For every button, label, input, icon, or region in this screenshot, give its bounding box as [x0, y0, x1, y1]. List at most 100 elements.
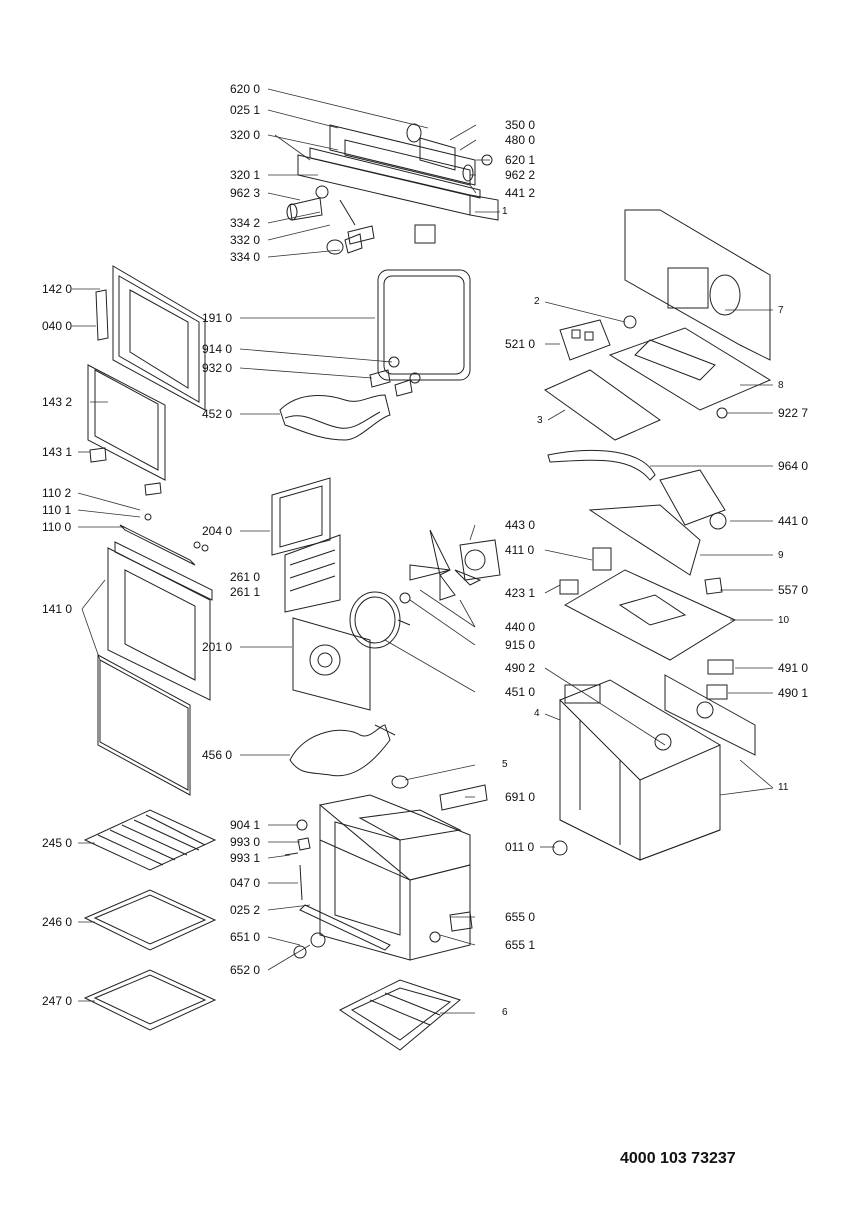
part-label: 110 2: [42, 486, 72, 500]
part-label: 9: [778, 550, 784, 561]
part-label: 962 3: [230, 186, 261, 200]
part-label: 246 0: [42, 915, 73, 929]
part-label: 142 0: [42, 282, 73, 296]
part-label: 320 1: [230, 168, 261, 182]
part-label: 332 0: [230, 233, 261, 247]
tray-1: [85, 890, 215, 950]
part-label: 5: [502, 759, 508, 770]
bottom-heater: [290, 725, 395, 776]
top-cover-panel: [610, 328, 770, 410]
electronics-board: [560, 316, 636, 360]
part-label: 655 0: [505, 910, 536, 924]
door-panel: [98, 542, 212, 795]
part-label: 914 0: [202, 342, 233, 356]
part-label: 691 0: [505, 790, 536, 804]
part-label: 247 0: [42, 994, 73, 1008]
washer: [717, 408, 727, 418]
connector-block: [707, 660, 733, 699]
side-panel-right: [665, 675, 755, 755]
part-label: 441 0: [778, 514, 809, 528]
part-label: 040 0: [42, 319, 73, 333]
rear-top-panel: [625, 210, 770, 360]
part-label: 962 2: [505, 168, 536, 182]
part-label: 620 1: [505, 153, 536, 167]
part-label: 7: [778, 305, 784, 316]
cooling-fan: [660, 470, 726, 529]
grill-element-top: [280, 395, 390, 440]
part-label: 261 1: [230, 585, 261, 599]
door-gasket: [378, 270, 470, 380]
part-label: 993 0: [230, 835, 261, 849]
part-label: 922 7: [778, 406, 809, 420]
part-label: 334 2: [230, 216, 261, 230]
part-label: 491 0: [778, 661, 809, 675]
leader-lines: [72, 89, 773, 1013]
part-label: 456 0: [202, 748, 233, 762]
part-label: 441 2: [505, 186, 536, 200]
part-label: 320 0: [230, 128, 261, 142]
wire-rack: [85, 810, 215, 870]
lower-panel: [565, 570, 735, 660]
part-label: 025 2: [230, 903, 261, 917]
cavity-small-parts: [285, 820, 472, 958]
part-label: 932 0: [202, 361, 233, 375]
part-label: 4: [534, 708, 540, 719]
bottom-plate: [340, 980, 460, 1050]
outer-cabinet: [560, 680, 720, 860]
part-label: 191 0: [202, 311, 233, 325]
part-label: 490 1: [778, 686, 809, 700]
foot-and-sensor: [392, 776, 487, 810]
part-label: 1: [502, 206, 508, 217]
part-label: 10: [778, 615, 790, 626]
part-label: 964 0: [778, 459, 809, 473]
part-label: 025 1: [230, 103, 261, 117]
support-bracket: [590, 505, 700, 575]
part-label: 993 1: [230, 851, 261, 865]
door-handle: [120, 525, 195, 565]
ring-heater: [350, 592, 410, 648]
part-label: 652 0: [230, 963, 261, 977]
part-label: 201 0: [202, 640, 233, 654]
fan-cover: [293, 618, 370, 710]
part-label: 047 0: [230, 876, 261, 890]
part-label: 8: [778, 380, 784, 391]
part-label: 651 0: [230, 930, 261, 944]
transformer: [593, 548, 611, 570]
part-label: 452 0: [202, 407, 233, 421]
part-label: 423 1: [505, 586, 536, 600]
part-label: 3: [537, 415, 543, 426]
part-label: 2: [534, 296, 540, 307]
oven-cavity: [320, 795, 470, 960]
fan-blade: [400, 530, 480, 603]
cable-channel: [548, 450, 655, 480]
part-label: 6: [502, 1007, 508, 1018]
part-label: 451 0: [505, 685, 536, 699]
shelf-supports: [285, 535, 340, 612]
part-label: 620 0: [230, 82, 261, 96]
part-label: 110 1: [42, 503, 72, 517]
back-panel: [272, 478, 330, 555]
part-label: 245 0: [42, 836, 73, 850]
part-label: 204 0: [202, 524, 233, 538]
door-inner-glass: [88, 365, 165, 480]
terminal-block: [560, 580, 578, 594]
document-number: 4000 103 73237: [620, 1150, 736, 1167]
fan-motor: [460, 540, 500, 580]
part-label: 011 0: [505, 840, 535, 854]
part-label: 440 0: [505, 620, 536, 634]
part-label: 11: [778, 782, 789, 793]
tray-2: [85, 970, 215, 1030]
switch-part: [705, 578, 722, 594]
door-outer-frame: [96, 266, 205, 410]
part-label: 143 1: [42, 445, 73, 459]
control-panel-assembly: [287, 124, 498, 254]
part-label: 915 0: [505, 638, 536, 652]
part-label: 490 2: [505, 661, 536, 675]
part-label: 350 0: [505, 118, 536, 132]
part-label: 521 0: [505, 337, 536, 351]
part-label: 143 2: [42, 395, 73, 409]
grommet: [553, 841, 567, 855]
part-label: 411 0: [505, 543, 535, 557]
part-label: 480 0: [505, 133, 536, 147]
